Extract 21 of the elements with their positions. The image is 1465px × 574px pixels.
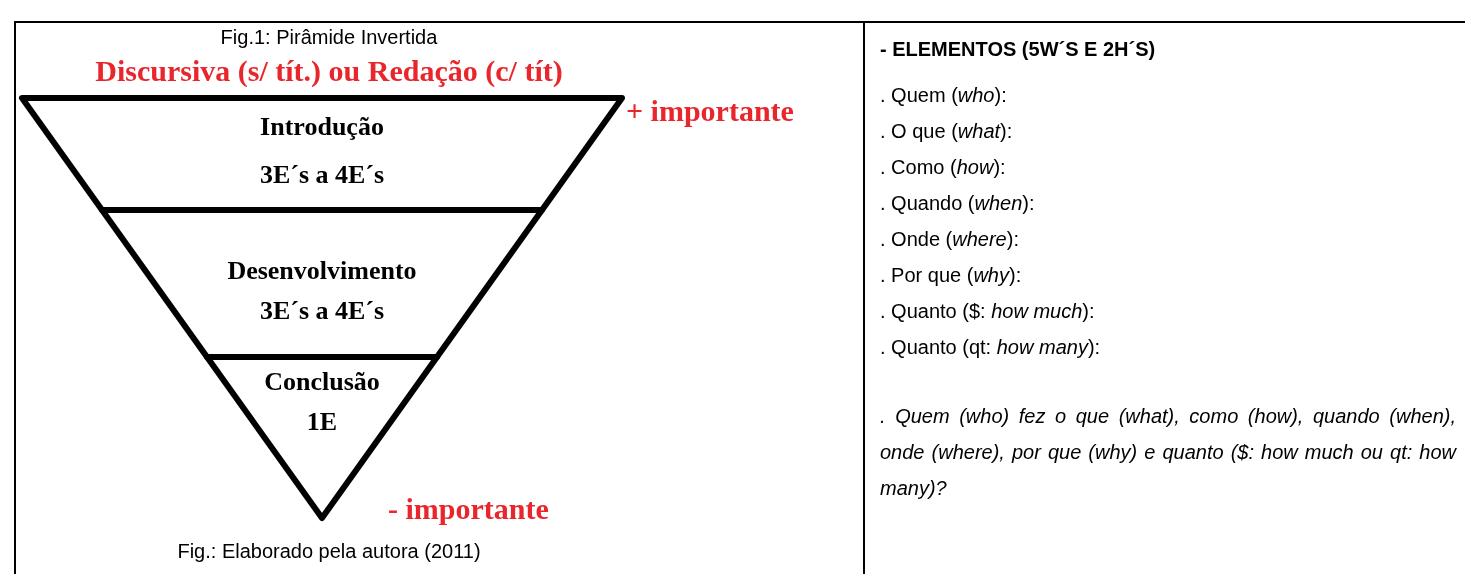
layer-heading: Introdução: [259, 112, 385, 142]
layer-text: 3E´s a 4E´s: [258, 160, 386, 190]
layer-text: 1E: [305, 407, 339, 437]
layer-heading: Conclusão: [263, 367, 381, 397]
list-item: . O que (what):: [880, 120, 1013, 143]
figure-title: Fig.1: Pirâmide Invertida: [219, 26, 439, 49]
layer-heading: Desenvolvimento: [226, 256, 418, 286]
question-paragraph: . Quem (who) fez o que (what), como (how), quando (when), onde (where), por que (why) e quanto ($: how much ou qt: how many)?: [880, 404, 1456, 501]
layer-text: 3E´s a 4E´s: [258, 296, 386, 326]
list-item: . Quanto (qt: how many):: [880, 336, 1101, 359]
list-item: . Quando (when):: [880, 192, 1035, 215]
list-heading: - ELEMENTOS (5W´S E 2H´S): [880, 38, 1156, 61]
importance-label: - importante: [388, 492, 549, 526]
figure-caption: Fig.: Elaborado pela autora (2011): [176, 540, 482, 563]
importance-label: + importante: [626, 94, 794, 128]
list-item: . Como (how):: [880, 156, 1006, 179]
heading-label: Discursiva (s/ tít.) ou Redação (c/ tít): [94, 54, 564, 88]
list-item: . Quem (who):: [880, 84, 1007, 107]
list-item: . Quanto ($: how much):: [880, 300, 1095, 323]
list-item: . Onde (where):: [880, 228, 1019, 251]
list-item: . Por que (why):: [880, 264, 1022, 287]
